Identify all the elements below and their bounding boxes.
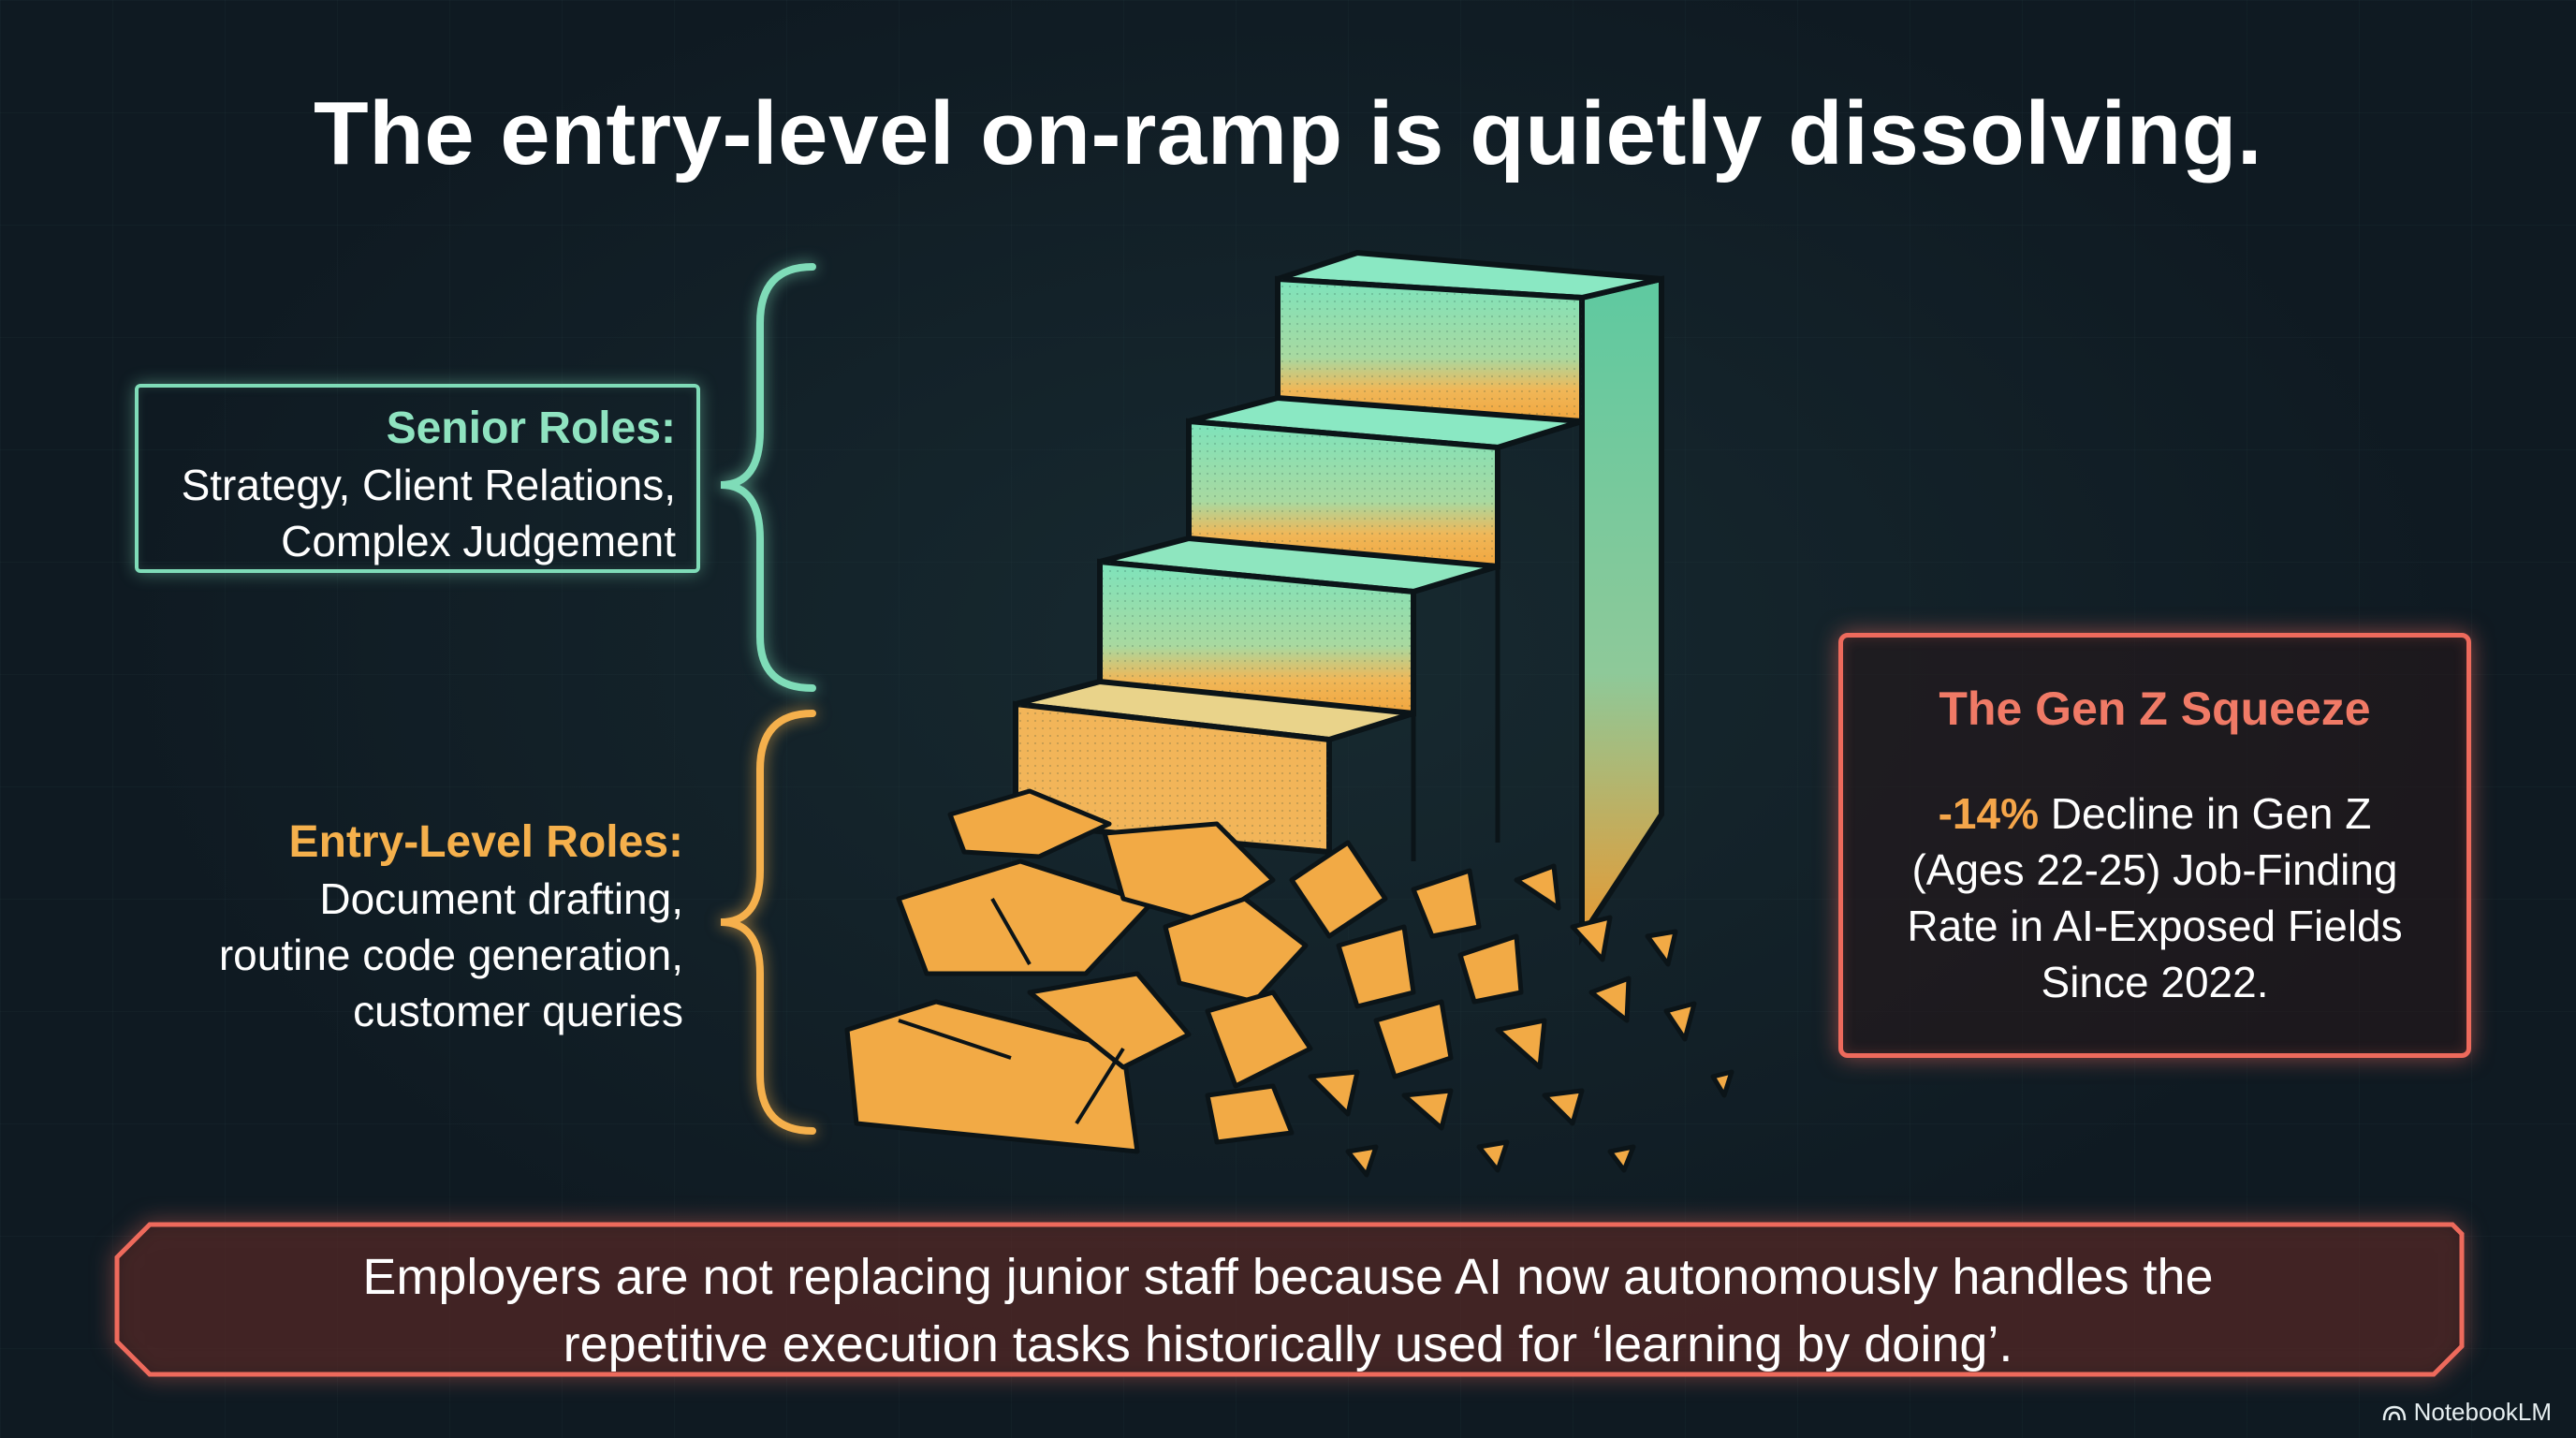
brand-label: NotebookLM [2413,1398,2552,1426]
footer-line: repetitive execution tasks historically … [563,1316,2013,1372]
gen-z-squeeze-heading: The Gen Z Squeeze [1939,682,2371,735]
stair-side-wall [1579,275,1664,946]
entry-level-line: routine code generation, [218,931,683,979]
decline-description: Decline in Gen Z (Ages 22-25) Job-Findin… [1907,789,2403,1006]
senior-brace [720,263,816,692]
footer-frame [114,1222,2465,1377]
entry-level-heading: Entry-Level Roles: [288,817,683,867]
gen-z-squeeze-text: -14% Decline in Gen Z (Ages 22-25) Job-F… [1843,785,2466,1010]
entry-brace [720,710,816,1135]
entry-level-roles: Entry-Level Roles: Document drafting, ro… [140,814,683,1039]
entry-level-line: customer queries [353,987,683,1035]
notebooklm-logo-icon [2382,1405,2406,1420]
decline-stat: -14% [1938,789,2039,838]
senior-roles-line: Complex Judgement [281,517,676,565]
entry-level-line: Document drafting, [319,874,683,923]
footer-line: Employers are not replacing junior staff… [362,1249,2214,1305]
page-title: The entry-level on-ramp is quietly disso… [313,83,2263,183]
crumbling-rubble [844,788,1734,1178]
senior-roles-box: Senior Roles: Strategy, Client Relations… [135,384,700,573]
footer-statement: Employers are not replacing junior staff… [168,1243,2408,1378]
gen-z-squeeze-box: The Gen Z Squeeze -14% Decline in Gen Z … [1838,633,2471,1058]
notebooklm-brand: NotebookLM [2382,1398,2552,1427]
senior-roles-heading: Senior Roles: [386,404,676,453]
senior-roles-line: Strategy, Client Relations, [181,461,676,509]
